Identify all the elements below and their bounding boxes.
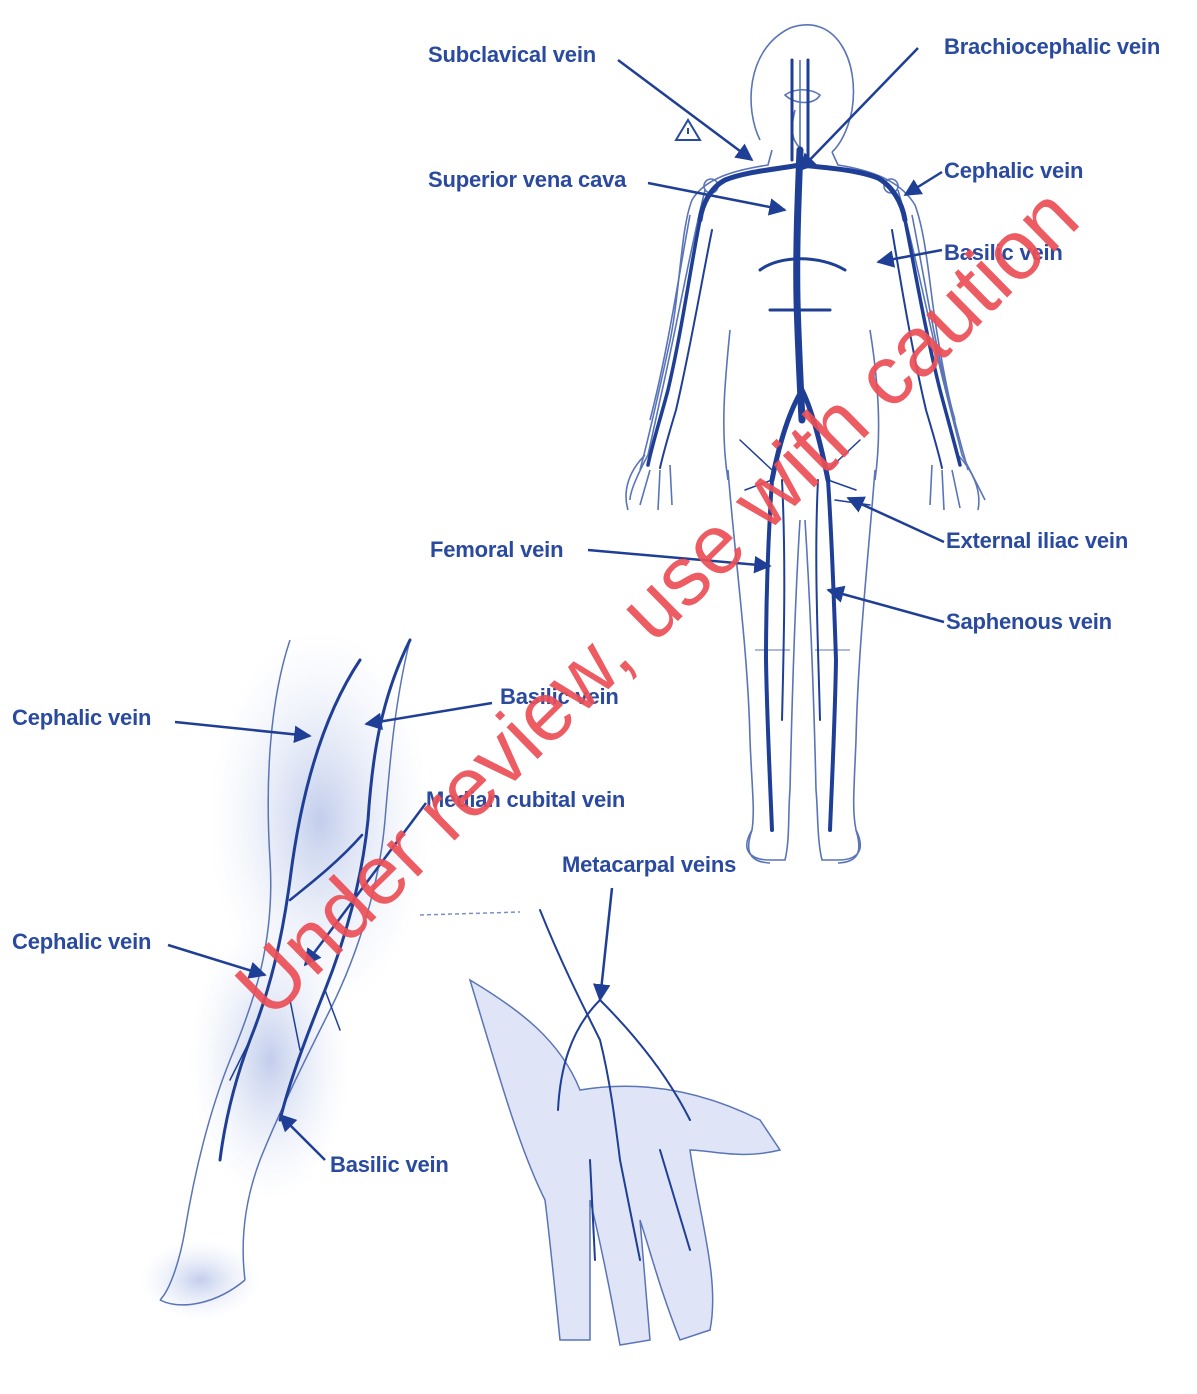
label-cephalic-vein-arm-lower: Cephalic vein: [12, 929, 151, 955]
left-arm-outline: [630, 190, 705, 500]
label-basilic-vein-arm-lower: Basilic vein: [330, 1152, 449, 1178]
leader-brachiocephalic: [800, 48, 918, 170]
leader-metacarpal: [600, 888, 612, 1000]
leader-cephalic-upper: [905, 172, 942, 195]
label-femoral-vein: Femoral vein: [430, 537, 563, 563]
wrist-line: [420, 912, 520, 915]
label-metacarpal-veins: Metacarpal veins: [562, 852, 736, 878]
left-arm-vein: [648, 220, 700, 465]
label-subclavical-vein: Subclavical vein: [428, 42, 596, 68]
leader-saphenous: [828, 590, 944, 622]
saphenous-right-vein: [816, 480, 820, 720]
renal-veins: [760, 259, 845, 310]
label-superior-vena-cava: Superior vena cava: [428, 167, 626, 193]
feet-outline: [749, 830, 859, 863]
label-brachiocephalic-vein: Brachiocephalic vein: [944, 34, 1160, 60]
label-external-iliac-vein: External iliac vein: [946, 528, 1128, 554]
label-cephalic-vein-upper: Cephalic vein: [944, 158, 1083, 184]
head-outline: [751, 25, 853, 152]
label-cephalic-vein-arm-top: Cephalic vein: [12, 705, 151, 731]
leader-subclavical: [618, 60, 752, 160]
hand-shade: [470, 980, 780, 1345]
right-hand-outline: [930, 455, 979, 510]
hand-illustration: [420, 910, 780, 1345]
face-detail: [785, 60, 820, 150]
warning-icon: [676, 120, 700, 140]
label-saphenous-vein: Saphenous vein: [946, 609, 1112, 635]
vena-cava-vein: [797, 150, 802, 420]
femoral-right-vein: [828, 480, 836, 830]
